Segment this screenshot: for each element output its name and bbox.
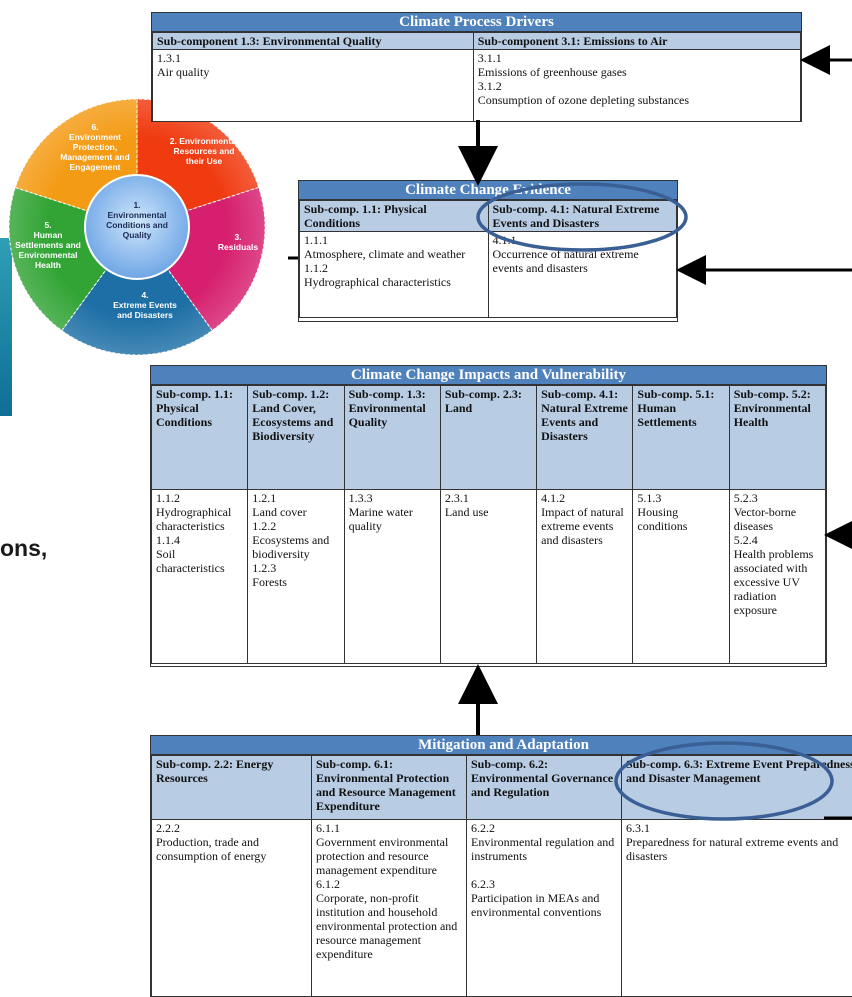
highlight-ellipse-extreme-event-preparedness xyxy=(616,743,832,819)
highlight-ellipse-natural-extreme-events xyxy=(478,184,686,250)
